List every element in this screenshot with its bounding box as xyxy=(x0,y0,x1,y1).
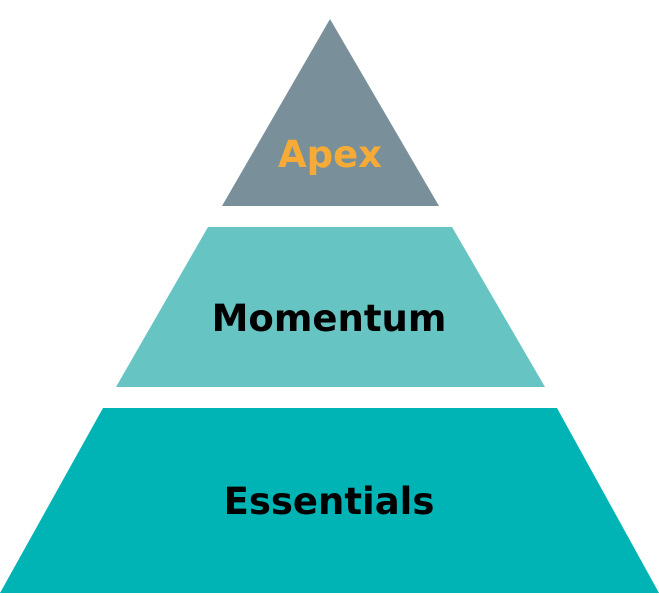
tier-momentum-label: Momentum xyxy=(212,297,447,340)
tier-momentum xyxy=(116,227,545,387)
tier-apex-label: Apex xyxy=(278,133,382,176)
tier-essentials xyxy=(0,408,659,593)
tier-apex xyxy=(222,19,439,206)
tier-essentials-label: Essentials xyxy=(224,480,435,523)
